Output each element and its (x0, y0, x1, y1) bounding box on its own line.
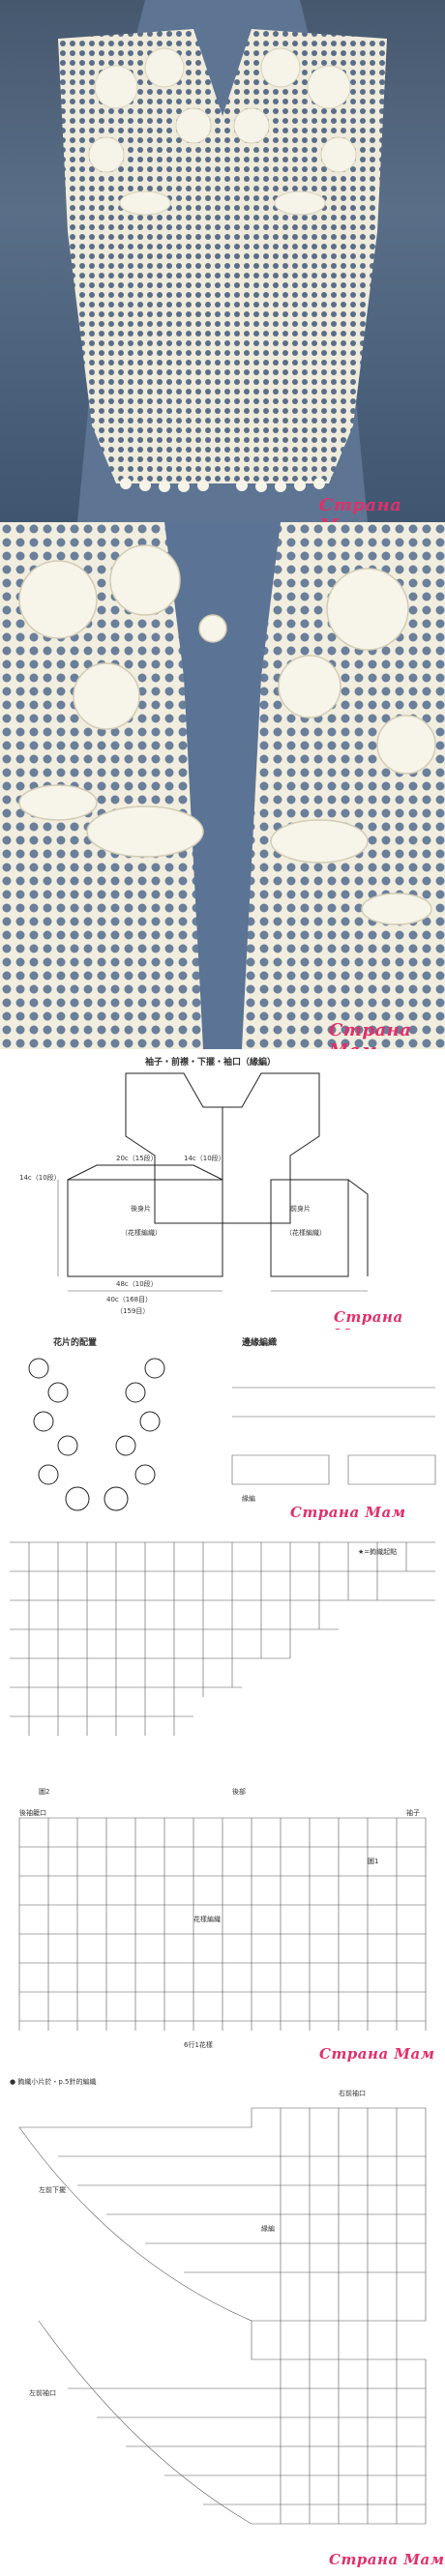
schematic-diagram: 袖子・前襟・下擺・袖口（緣編） 後身片 前身片 （花樣編織） （花樣編織） 14… (0, 1049, 445, 1330)
dimension-label: 14c（10段） (19, 1174, 61, 1182)
back-label: 後身片 (131, 1205, 151, 1213)
dimension-label: （159目） (116, 1307, 150, 1315)
chart-label: 花樣編織 (193, 1916, 221, 1923)
pattern-label: （花樣編織） (121, 1229, 162, 1237)
note-label: 緣編 (242, 1495, 255, 1503)
front-chart-diagram: ● 鉤織小片於・p.5針的編織 右前袖口 左前下擺 左前袖口 緣編 Страна… (0, 2069, 445, 2576)
chart-label: 圖1 (368, 1858, 379, 1865)
chart-label: 右前袖口 (339, 2090, 366, 2097)
watermark: Страна Мам (290, 1504, 406, 1521)
photo-garment-full: Страна Мам (0, 0, 445, 522)
dimension-label: 48c（10段） (116, 1280, 158, 1288)
photo-garment-detail: Страна Мам (0, 522, 445, 1049)
chart-label: 6行1花樣 (184, 2041, 213, 2049)
chart-label: 圖2 (39, 1788, 50, 1796)
chart-label: 左前下擺 (39, 2186, 66, 2194)
chart-label: 後袖籠口 (19, 1809, 46, 1817)
watermark: Страна Мам (329, 1020, 412, 1049)
dimension-label: 40c（168目） (106, 1296, 153, 1303)
back-chart-diagram: 圖2 後部 後袖籠口 袖子 花樣編織 圖1 6行1花樣 Страна Мам (0, 1779, 445, 2069)
note-label: ★=鉤織起點 (358, 1548, 398, 1556)
stitch-chart (18, 1817, 427, 2031)
watermark: Страна Мам (319, 2045, 435, 2063)
section-title: 邊緣編織 (242, 1338, 278, 1348)
chart-label: 後部 (232, 1788, 246, 1796)
front-stitch-chart (18, 2107, 427, 2525)
motif-layout-diagram: 花片的配置 邊緣編織 緣編 ★=鉤織起點 Страна Мам (0, 1330, 445, 1779)
chart-label: 緣編 (261, 2225, 275, 2233)
dimension-label: 14c（10段） (184, 1155, 225, 1162)
section-title: 花片的配置 (53, 1338, 98, 1348)
garment-illustration (58, 0, 387, 522)
schematic-drawing (57, 1072, 369, 1292)
motif-drawing (10, 1358, 436, 1736)
detail-illustration (0, 522, 445, 1049)
diagram-title: 袖子・前襟・下擺・袖口（緣編） (145, 1058, 277, 1068)
watermark: Страна Мам (329, 2551, 445, 2568)
chart-label: 左前袖口 (29, 2389, 56, 2397)
front-label: 前身片 (290, 1205, 311, 1213)
pattern-label: （花樣編織） (285, 1229, 326, 1237)
watermark: Страна Мам (319, 495, 402, 522)
dimension-label: 20c（15段） (116, 1155, 158, 1162)
watermark: Страна Мам (334, 1308, 403, 1330)
chart-label: 袖子 (406, 1809, 420, 1817)
note-label: ● 鉤織小片於・p.5針的編織 (10, 2078, 97, 2086)
